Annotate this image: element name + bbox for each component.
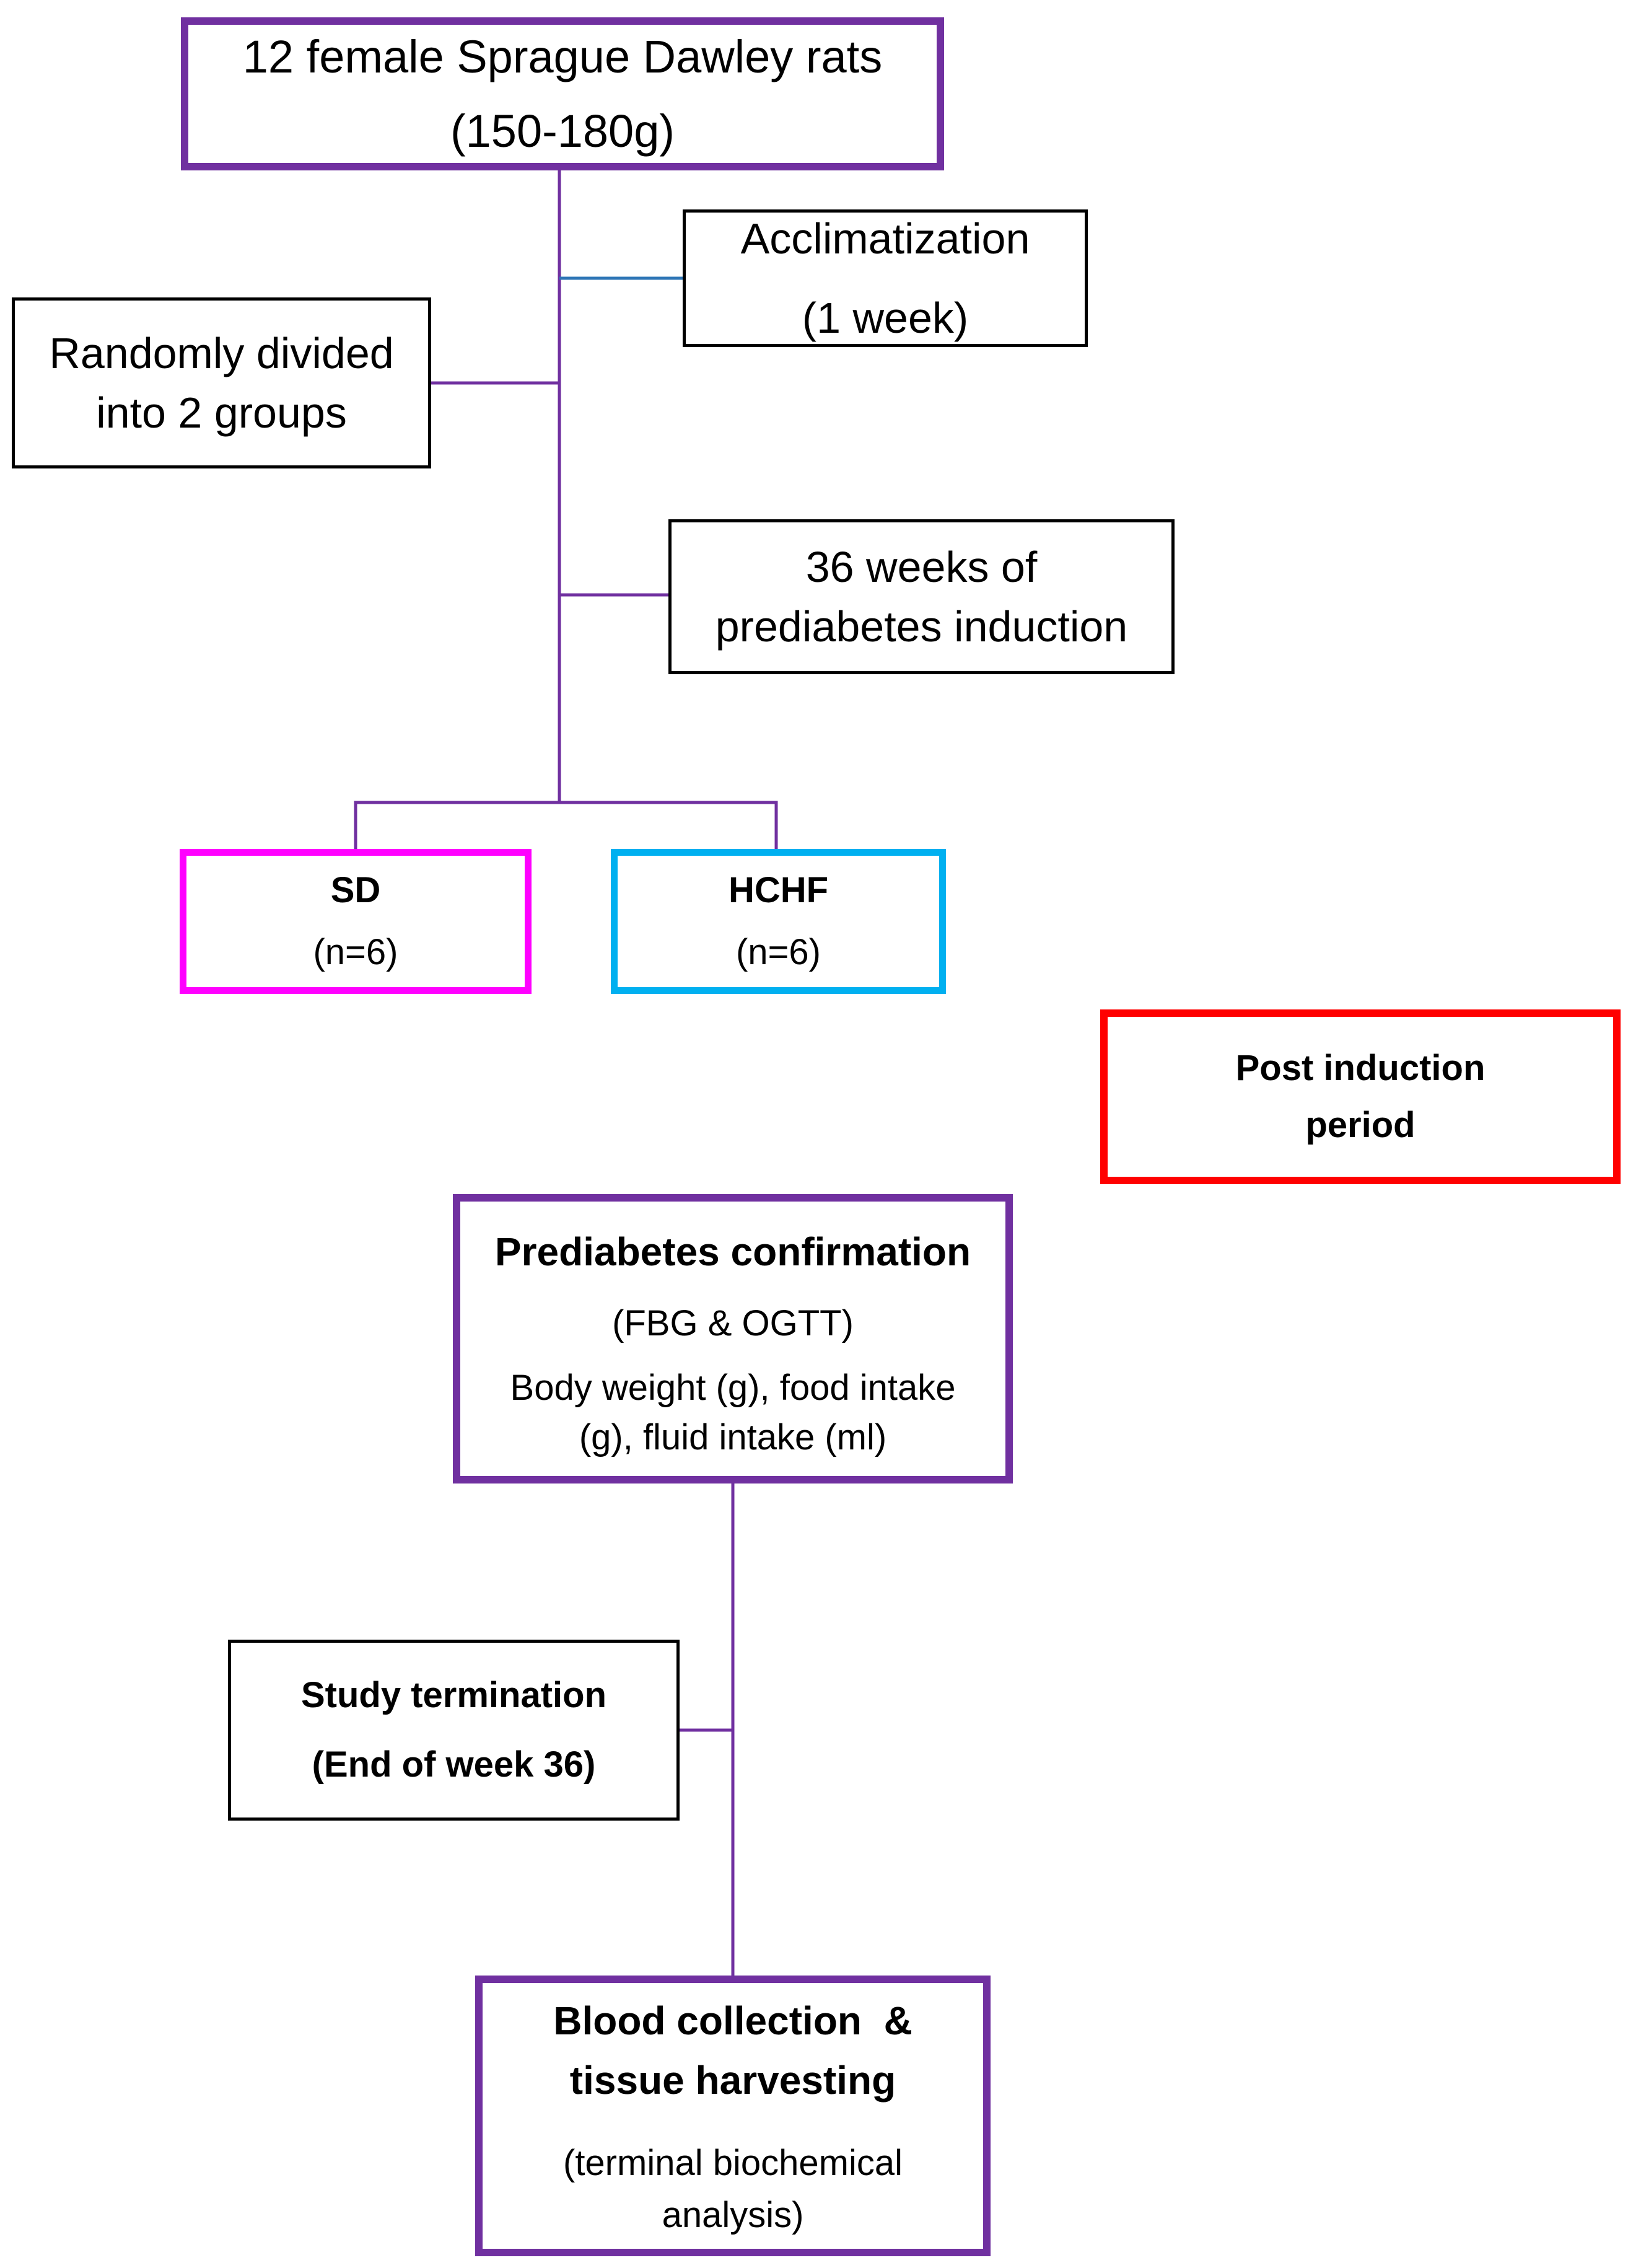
group-hchf-box: HCHF (n=6) xyxy=(611,849,946,994)
confirmation-tests: (FBG & OGTT) xyxy=(612,1303,854,1343)
post-induction-line-1: Post induction xyxy=(1235,1048,1486,1088)
randomization-box: Randomly divided into 2 groups xyxy=(12,297,431,468)
group-sd-count: (n=6) xyxy=(313,932,398,972)
blood-collection-box: Blood collection & tissue harvesting (te… xyxy=(475,1976,991,2256)
group-sd-name: SD xyxy=(330,870,381,910)
collection-title-line-2: tissue harvesting xyxy=(569,2057,896,2103)
start-line-2: (150-180g) xyxy=(450,105,675,157)
acclimatization-line-1: Acclimatization xyxy=(740,214,1030,263)
acclimatization-box: Acclimatization (1 week) xyxy=(683,209,1088,347)
termination-line-1: Study termination xyxy=(300,1675,607,1715)
group-split-connector xyxy=(354,801,778,849)
start-line-1: 12 female Sprague Dawley rats xyxy=(242,30,883,82)
termination-line-2: (End of week 36) xyxy=(312,1744,596,1785)
group-hchf-count: (n=6) xyxy=(735,932,821,972)
confirmation-measures-line-1: Body weight (g), food intake xyxy=(510,1367,956,1408)
confirmation-title: Prediabetes confirmation xyxy=(494,1229,971,1274)
collection-note-line-2: analysis) xyxy=(662,2194,804,2235)
post-induction-box: Post induction period xyxy=(1100,1009,1621,1184)
acclimatization-line-2: (1 week) xyxy=(802,294,969,342)
post-induction-line-2: period xyxy=(1305,1105,1416,1145)
randomization-line-2: into 2 groups xyxy=(96,389,347,437)
induction-line-1: 36 weeks of xyxy=(805,543,1038,591)
start-box-rats: 12 female Sprague Dawley rats (150-180g) xyxy=(181,17,944,170)
group-hchf-name: HCHF xyxy=(728,870,829,910)
confirmation-measures-line-2: (g), fluid intake (ml) xyxy=(579,1417,887,1457)
randomization-line-1: Randomly divided xyxy=(49,329,394,377)
prediabetes-confirmation-box: Prediabetes confirmation (FBG & OGTT) Bo… xyxy=(453,1194,1013,1483)
study-termination-box: Study termination (End of week 36) xyxy=(228,1640,680,1821)
collection-title-line-1: Blood collection & xyxy=(553,1998,912,2043)
collection-note-line-1: (terminal biochemical xyxy=(563,2142,903,2183)
induction-box: 36 weeks of prediabetes induction xyxy=(668,519,1175,674)
induction-line-2: prediabetes induction xyxy=(715,602,1128,651)
group-sd-box: SD (n=6) xyxy=(180,849,532,994)
